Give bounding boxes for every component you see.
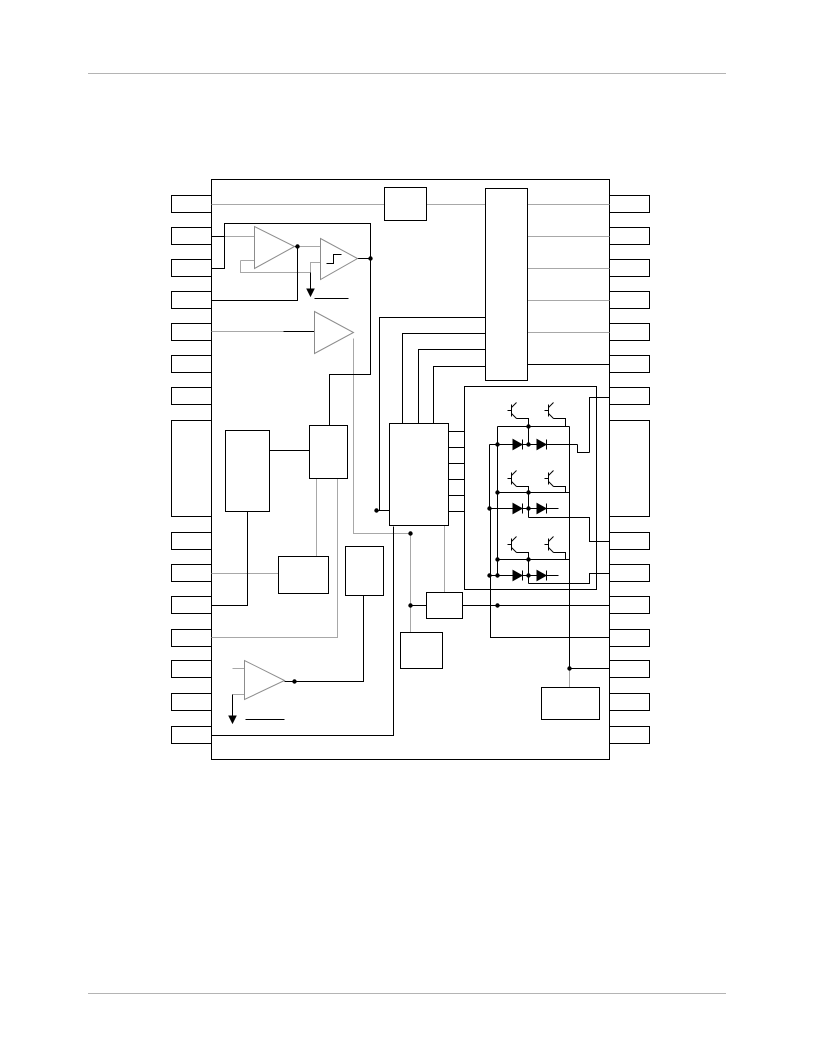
diode-icon [512, 502, 524, 515]
pin-left-11 [171, 629, 212, 647]
block-output-bridge [464, 386, 597, 590]
pin-right-5 [609, 323, 650, 341]
block-reference [278, 556, 329, 594]
pin-left-tab [171, 420, 212, 517]
bridge-transistors [507, 402, 570, 560]
pin-right-14 [609, 726, 650, 744]
junction-dots [292, 244, 572, 684]
pin-right-9 [609, 564, 650, 582]
ground-arrow-icon [228, 715, 237, 725]
right-pins [609, 195, 650, 744]
pin-right-3 [609, 259, 650, 277]
block-control-logic [389, 423, 449, 526]
ground-arrow-icon [306, 288, 315, 298]
pin-left-7 [171, 387, 212, 405]
pin-left-12 [171, 660, 212, 678]
pin-right-11 [609, 629, 650, 647]
schmitt-comparator [320, 237, 359, 281]
transistor-icon [544, 470, 570, 493]
transistor-icon [544, 536, 570, 560]
pin-left-2 [171, 227, 212, 245]
transistor-icon [507, 470, 529, 493]
amplifiers [244, 225, 359, 701]
pin-right-4 [609, 291, 650, 309]
footer-rule [88, 993, 726, 994]
pin-left-8 [171, 532, 212, 550]
pin-left-10 [171, 596, 212, 614]
pin-right-tab [609, 420, 650, 517]
transistor-icon [507, 536, 529, 560]
pin-left-6 [171, 355, 212, 373]
pin-right-8 [609, 532, 650, 550]
pin-left-9 [171, 564, 212, 582]
pin-right-6 [609, 355, 650, 373]
pin-left-1 [171, 195, 212, 213]
pin-left-4 [171, 291, 212, 309]
transistor-icon [544, 402, 570, 427]
diode-icon [512, 569, 524, 582]
block-thermal [400, 632, 443, 669]
pin-right-13 [609, 693, 650, 711]
bridge-diodes [512, 438, 548, 582]
fault-comparator [244, 659, 286, 701]
diode-icon [536, 502, 548, 515]
left-pins [171, 195, 212, 744]
transistor-icon [507, 402, 529, 427]
header-rule [88, 73, 726, 74]
diode-icon [536, 438, 548, 451]
pin-right-10 [609, 596, 650, 614]
pin-right-7 [609, 387, 650, 405]
block-output-logic [485, 188, 528, 381]
diode-icon [512, 438, 524, 451]
block-protection [345, 546, 384, 596]
diode-icon [536, 569, 548, 582]
sense-amplifier [314, 310, 355, 355]
pin-right-12 [609, 660, 650, 678]
pin-left-5 [171, 323, 212, 341]
block-top-regulator [384, 187, 427, 221]
block-sense [426, 592, 463, 619]
block-charge-pump [541, 687, 600, 720]
pin-right-1 [609, 195, 650, 213]
error-amplifier [254, 225, 296, 270]
pin-left-3 [171, 259, 212, 277]
block-oscillator [225, 430, 270, 512]
function-blocks [225, 187, 600, 720]
pin-right-2 [609, 227, 650, 245]
pin-left-13 [171, 693, 212, 711]
hysteresis-icon [326, 254, 342, 264]
block-pwm [309, 425, 348, 479]
pin-left-14 [171, 726, 212, 744]
